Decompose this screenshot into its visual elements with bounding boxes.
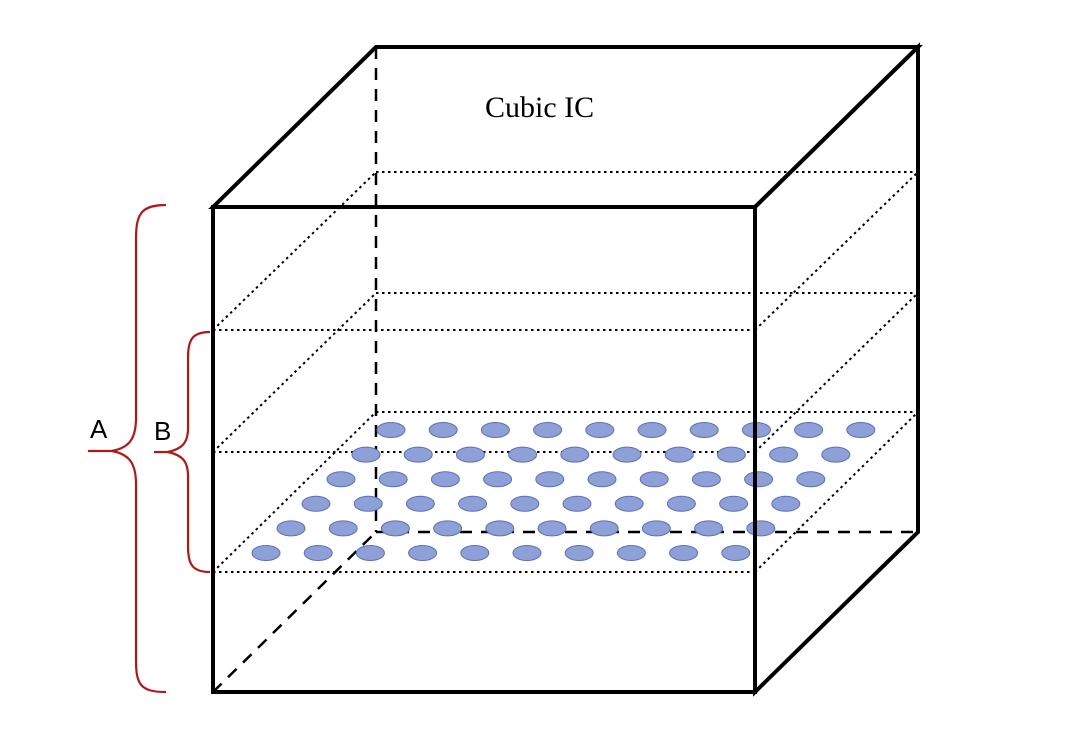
particle [455, 446, 485, 463]
particle [535, 471, 565, 488]
particle [403, 446, 433, 463]
cube-top-face [208, 45, 923, 209]
particle [328, 520, 358, 537]
brace-b [167, 330, 211, 574]
cube-hidden-edges [212, 47, 918, 693]
particle [664, 446, 694, 463]
particle [821, 446, 851, 463]
particle [510, 495, 540, 512]
hidden-edge-bottom-left-diagonal [212, 531, 377, 693]
particle [744, 471, 774, 488]
particle [430, 471, 460, 488]
particle [719, 495, 749, 512]
particle [508, 446, 538, 463]
particle [562, 495, 592, 512]
particle [533, 422, 563, 438]
particle-layer [251, 422, 876, 561]
particle [564, 545, 594, 561]
particle [689, 422, 719, 438]
particle [846, 422, 876, 438]
particle [480, 422, 510, 438]
particle [355, 545, 385, 561]
particle [326, 471, 356, 488]
particle [796, 471, 826, 488]
particle [351, 446, 381, 463]
particle [353, 495, 383, 512]
particle [746, 520, 776, 537]
particle [666, 495, 696, 512]
particle [276, 520, 306, 537]
particle [485, 520, 515, 537]
brace-b-label: B [154, 416, 171, 446]
particle [694, 520, 724, 537]
cube-right-face [753, 42, 920, 697]
particle [458, 495, 488, 512]
plane-bottom [212, 411, 919, 573]
particle [771, 495, 801, 512]
particle [251, 545, 281, 561]
particle [537, 520, 567, 537]
particle [560, 446, 590, 463]
particle [669, 545, 699, 561]
particle [405, 495, 435, 512]
particle [794, 422, 824, 438]
particle [614, 495, 644, 512]
cube-visible-edges [208, 42, 923, 697]
particle [585, 422, 615, 438]
particle [483, 471, 513, 488]
particle [433, 520, 463, 537]
particle [691, 471, 721, 488]
brace-a [111, 203, 167, 694]
particle [616, 545, 646, 561]
particle [769, 446, 799, 463]
particle [721, 545, 751, 561]
particle [428, 422, 458, 438]
particle [301, 495, 331, 512]
particle [512, 545, 542, 561]
particle [639, 471, 669, 488]
particle [716, 446, 746, 463]
particle [408, 545, 438, 561]
particle [612, 446, 642, 463]
particle [587, 471, 617, 488]
particle [303, 545, 333, 561]
particle [376, 422, 406, 438]
particle [460, 545, 490, 561]
brace-a-label: A [90, 414, 108, 444]
particle [589, 520, 619, 537]
particle [380, 520, 410, 537]
particle [637, 422, 667, 438]
particle [641, 520, 671, 537]
cross-section-planes [212, 171, 919, 573]
diagram-title: Cubic IC [485, 91, 594, 124]
plane-top [212, 171, 919, 331]
particle [378, 471, 408, 488]
